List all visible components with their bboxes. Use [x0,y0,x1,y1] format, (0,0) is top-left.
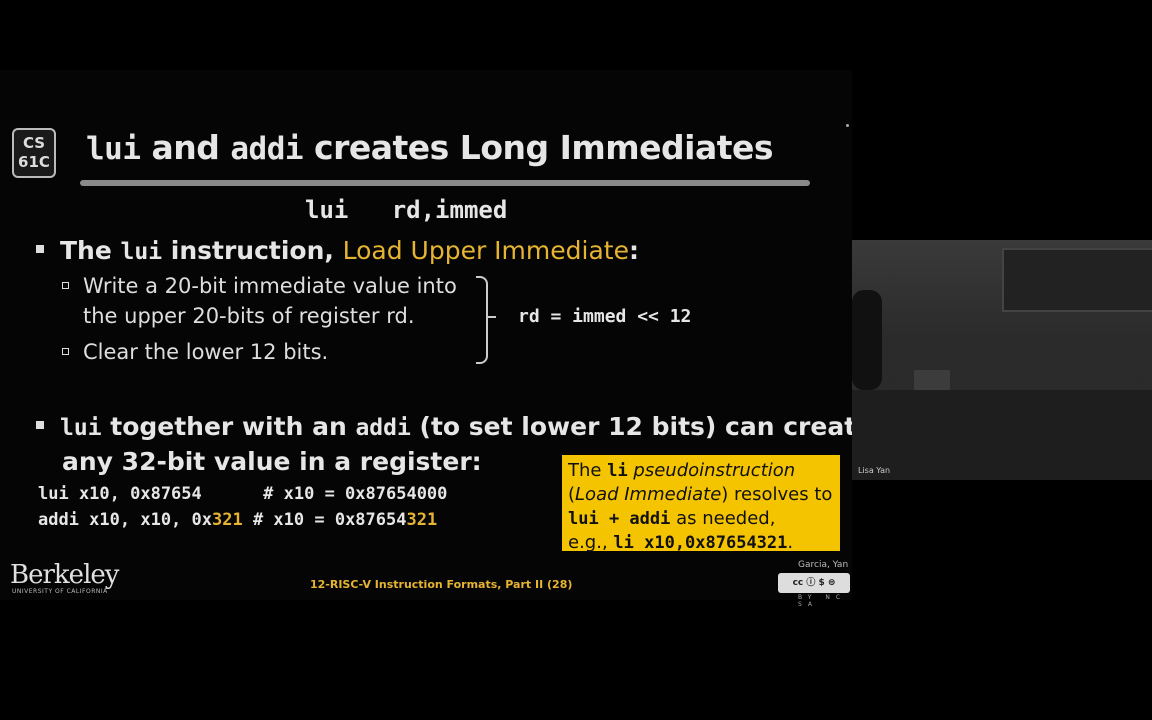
title-divider [80,180,810,186]
video-board [1002,248,1152,312]
bullet-square-icon [36,245,44,253]
slide-authors: Garcia, Yan [798,560,849,570]
berkeley-subtitle: UNIVERSITY OF CALIFORNIA [12,588,108,595]
creative-commons-icon: cc ⓘ $ ⊜ [778,573,850,593]
sub-bullet-write: Write a 20-bit immediate value into [62,274,457,298]
slide-title: lui and addi creates Long Immediates [86,128,774,167]
video-desk [852,390,1152,480]
slide-footer: 12-RISC-V Instruction Formats, Part II (… [310,578,573,591]
slide: CS 61C lui and addi creates Long Immedia… [0,70,873,608]
li-pseudoinstruction-note: The li pseudoinstruction (Load Immediate… [562,455,840,553]
lui-formula: rd = immed << 12 [518,306,692,327]
video-person [852,290,882,390]
code-line-addi: addi x10, x10, 0x321 # x10 = 0x87654321 [38,510,438,530]
cs61c-logo: CS 61C [12,128,56,178]
speaker-video: Lisa Yan [852,240,1152,480]
code-line-lui: lui x10, 0x87654 # x10 = 0x87654000 [38,484,448,504]
bullet-lui: The lui instruction, Load Upper Immediat… [36,236,639,265]
bullet-square-icon [36,421,44,429]
highlight-load-upper-immediate: Load Upper Immediate [342,236,629,265]
berkeley-logo: Berkeley [10,560,119,590]
sub-bullet-clear: Clear the lower 12 bits. [62,340,328,364]
sub-bullet-icon [62,281,69,289]
brace-tip [488,316,496,318]
license-terms: BY NC SA [798,594,847,608]
bullet-lui-addi: lui together with an addi (to set lower … [36,410,873,479]
sub-bullet-icon [62,347,69,355]
sub-bullet-write-cont: the upper 20-bits of register rd. [83,304,415,328]
speaker-label: Lisa Yan [858,466,891,475]
lui-syntax: lui rd,immed [305,196,508,224]
stray-dot [846,124,849,127]
brace-icon [476,276,488,364]
